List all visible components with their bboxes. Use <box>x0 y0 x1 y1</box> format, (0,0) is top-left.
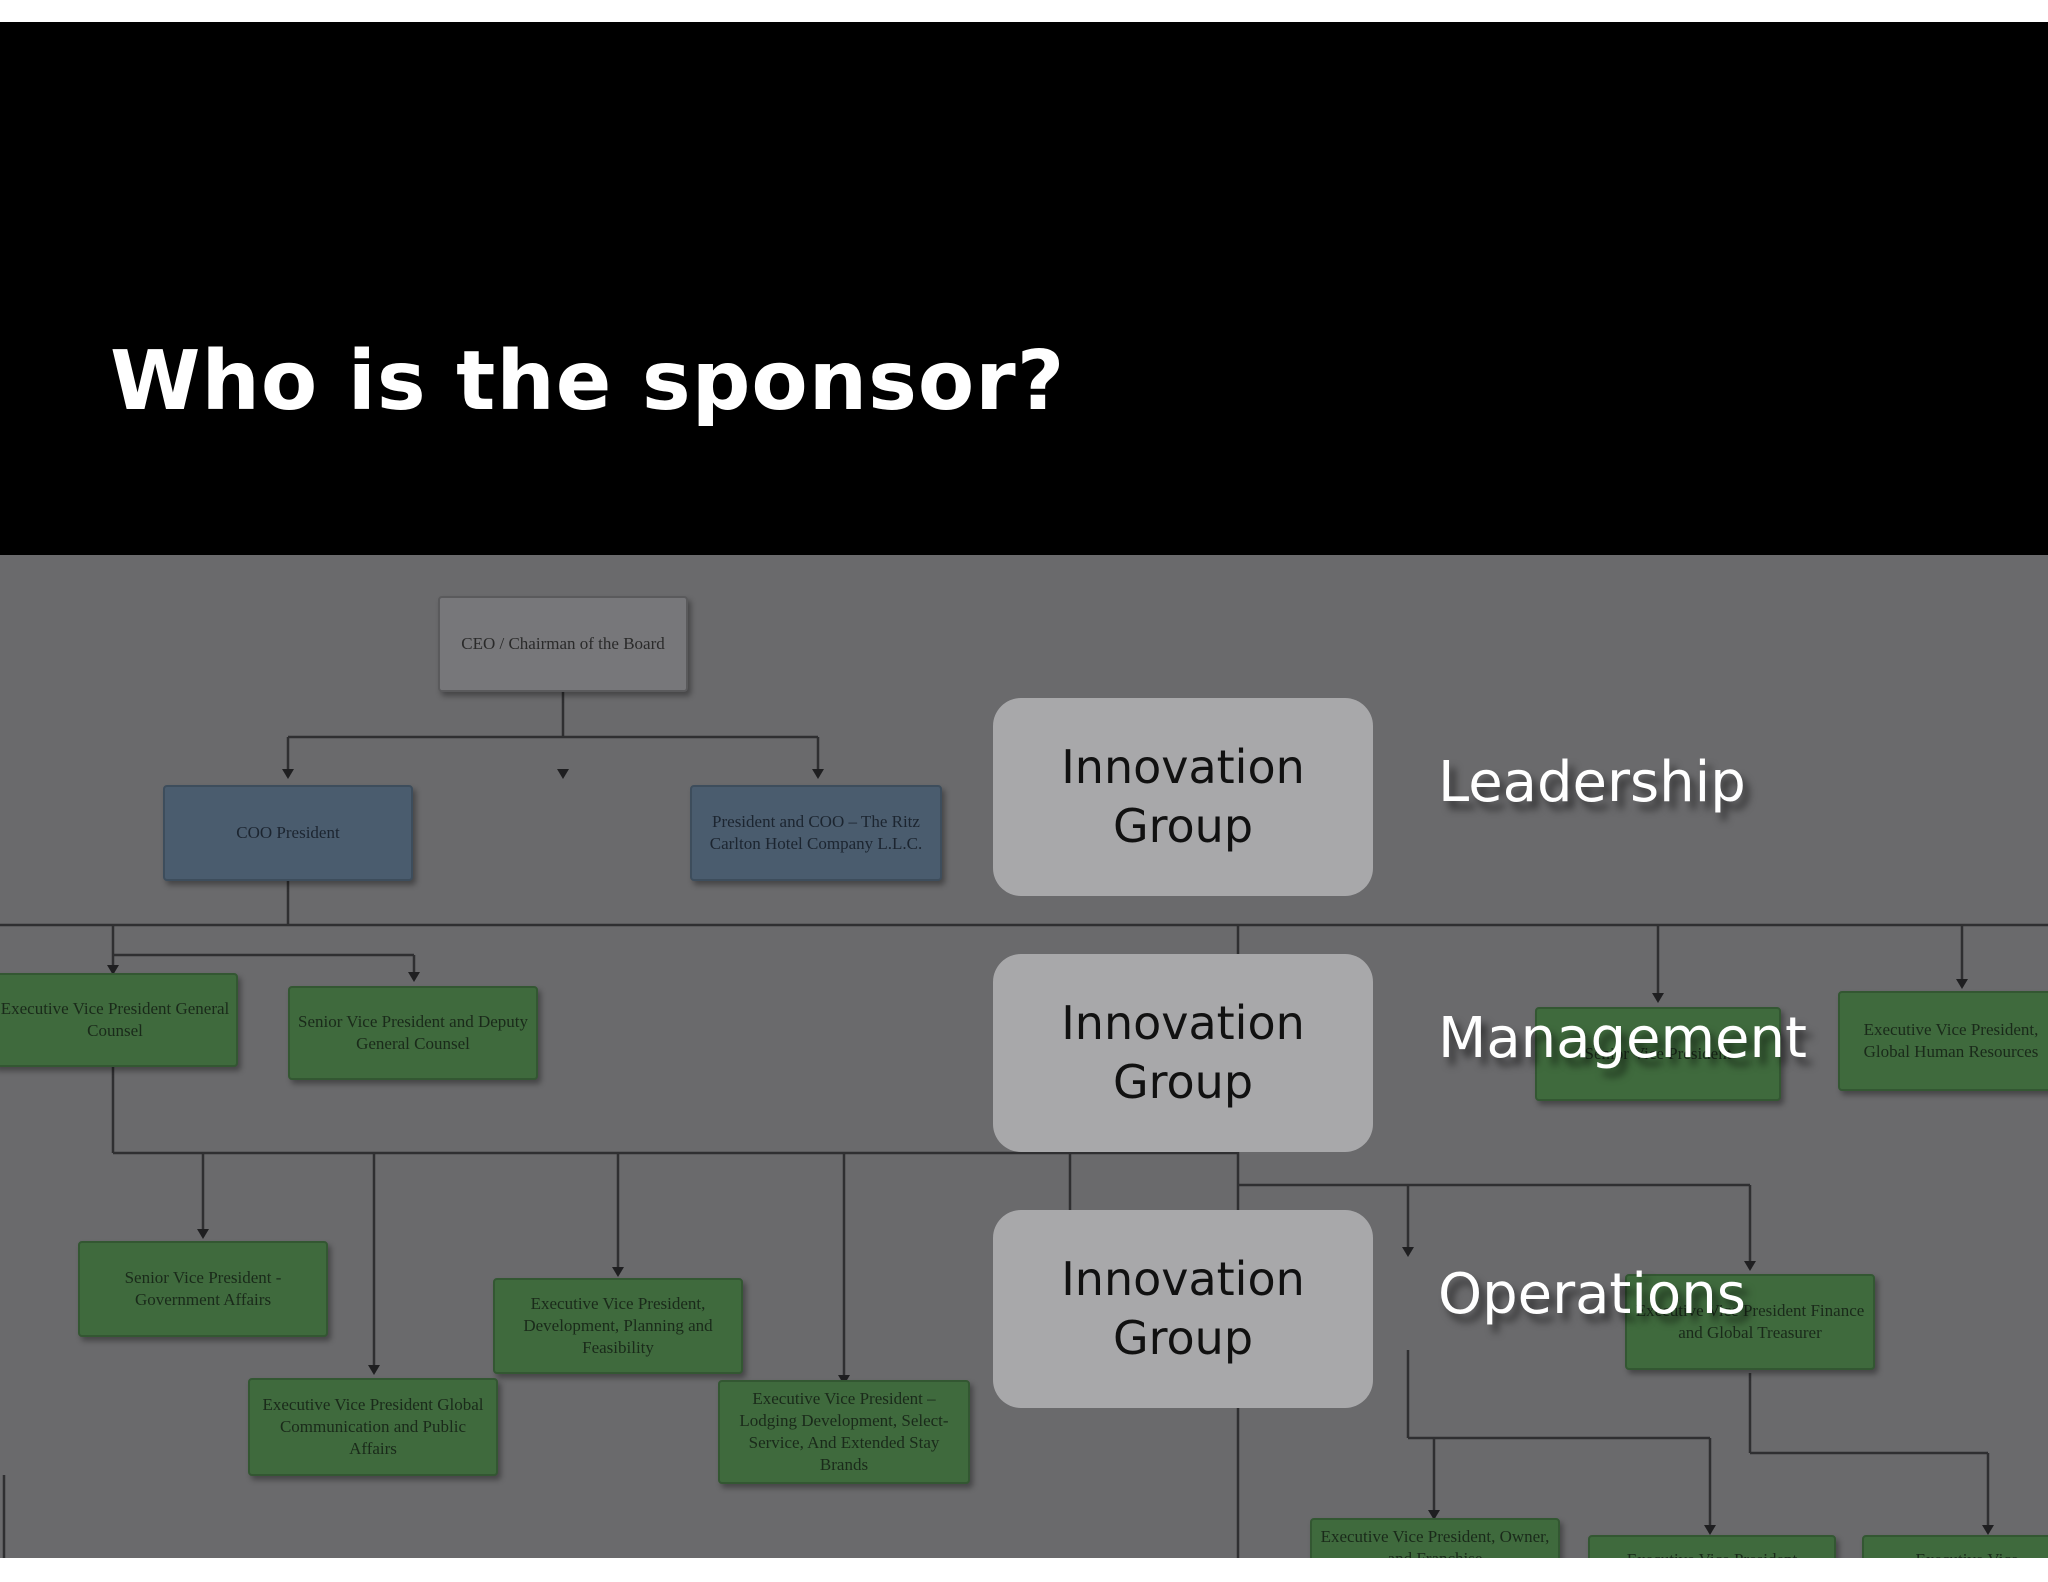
org-box-svp-government-affairs: Senior Vice President - Government Affai… <box>78 1241 328 1337</box>
slide-title: Who is the sponsor? <box>110 334 1066 429</box>
level-label-leadership: Leadership <box>1438 750 1746 815</box>
level-label-operations: Operations <box>1438 1262 1746 1327</box>
innovation-group-box-operations: Innovation Group <box>993 1210 1373 1408</box>
innovation-group-box-leadership: Innovation Group <box>993 698 1373 896</box>
org-box-evp-development: Executive Vice President, Development, P… <box>493 1278 743 1374</box>
org-box-coo: COO President <box>163 785 413 881</box>
org-box-evp-finance: Executive Vice President Finance and Glo… <box>1625 1274 1875 1370</box>
org-box-evp-owner-franchise: Executive Vice President, Owner, and Fra… <box>1310 1518 1560 1558</box>
org-box-evp-general-counsel: Executive Vice President General Counsel <box>0 973 238 1067</box>
org-box-svp-deputy-counsel: Senior Vice President and Deputy General… <box>288 986 538 1080</box>
org-box-svp: Senior Vice President <box>1535 1007 1781 1101</box>
org-box-ceo: CEO / Chairman of the Board <box>438 596 688 692</box>
org-box-evp-lodging: Executive Vice President – Lodging Devel… <box>718 1380 970 1484</box>
title-bar: Who is the sponsor? <box>0 22 2048 555</box>
org-box-executive-vice: Executive Vice <box>1862 1535 2048 1558</box>
innovation-group-box-management: Innovation Group <box>993 954 1373 1152</box>
org-box-evp-communication: Executive Vice President Global Communic… <box>248 1378 498 1476</box>
org-box-president-coo: President and COO – The Ritz Carlton Hot… <box>690 785 942 881</box>
org-box-evp-human-resources: Executive Vice President, Global Human R… <box>1838 991 2048 1091</box>
org-box-evp: Executive Vice President <box>1588 1535 1836 1558</box>
level-label-management: Management <box>1438 1006 1807 1071</box>
slide: Who is the sponsor? <box>0 22 2048 1558</box>
